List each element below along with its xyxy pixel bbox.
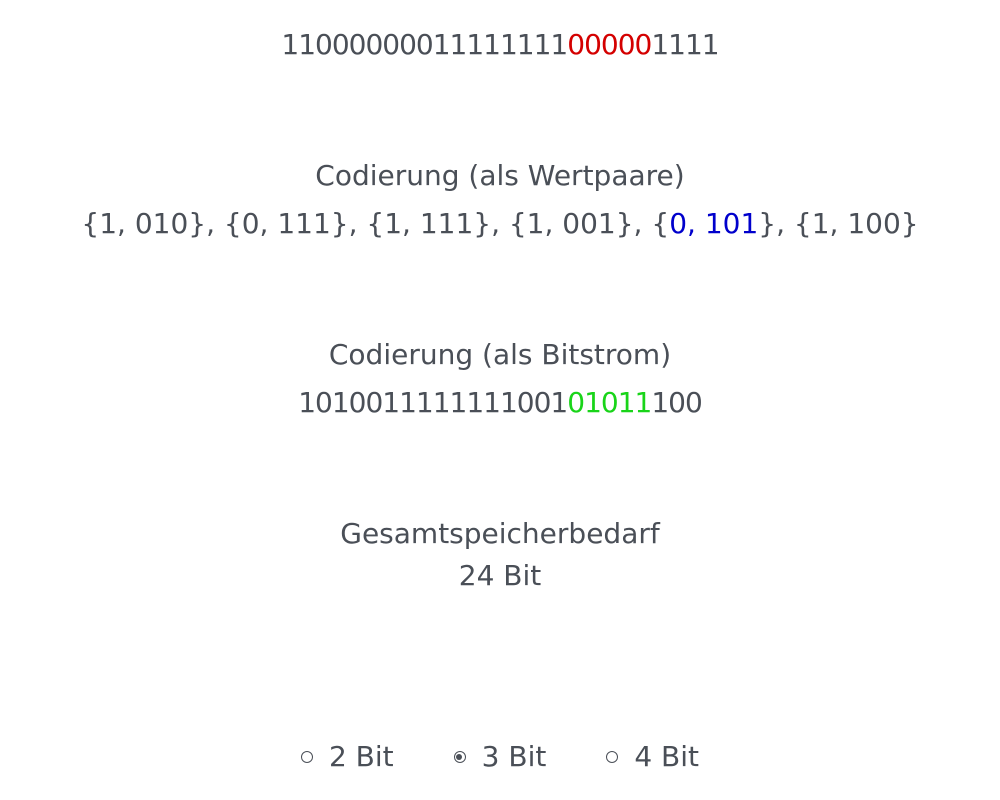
radio-option-3-bit[interactable]: 3 Bit <box>453 739 547 775</box>
input-bits-after: 1111 <box>651 28 719 61</box>
stream-highlight: 01011 <box>567 386 652 419</box>
radio-circle-icon[interactable] <box>300 751 313 763</box>
radio-label-4-bit: 4 Bit <box>634 740 700 773</box>
bit-width-radio-group: 2 Bit 3 Bit 4 Bit <box>0 739 1000 775</box>
stream-before: 10100111111110 <box>298 386 534 419</box>
stream-after: 100 <box>651 386 702 419</box>
stream-value: 101001111111100101011100 <box>0 385 1000 421</box>
total-heading: Gesamtspeicherbedarf <box>340 517 660 550</box>
input-bits-highlight: 00000 <box>567 28 652 61</box>
pairs-highlight-b: 101 <box>704 207 759 240</box>
pairs-heading: Codierung (als Wertpaare) <box>315 159 685 192</box>
input-bits-before: 11000000011111111 <box>281 28 568 61</box>
radio-checked-icon[interactable] <box>453 751 466 763</box>
pairs-part1: {1, 010}, {0, 111}, {1, 111}, {1, 001}, … <box>81 207 670 240</box>
radio-label-3-bit: 3 Bit <box>481 740 547 773</box>
radio-option-4-bit[interactable]: 4 Bit <box>606 739 699 775</box>
pairs-highlight-a: 0 <box>669 207 688 240</box>
radio-circle-icon[interactable] <box>606 751 619 763</box>
pairs-part2: }, {1, 100} <box>758 207 919 240</box>
stream-pre: 01 <box>533 386 569 419</box>
pairs-value: {1, 010}, {0, 111}, {1, 111}, {1, 001}, … <box>0 206 1000 242</box>
input-bitstring: 11000000011111111000001111 <box>0 27 1000 63</box>
total-value: 24 Bit <box>458 559 542 592</box>
pairs-comma: , <box>687 207 705 240</box>
radio-option-2-bit[interactable]: 2 Bit <box>300 739 394 775</box>
radio-label-2-bit: 2 Bit <box>328 740 394 773</box>
stream-heading: Codierung (als Bitstrom) <box>328 338 672 371</box>
